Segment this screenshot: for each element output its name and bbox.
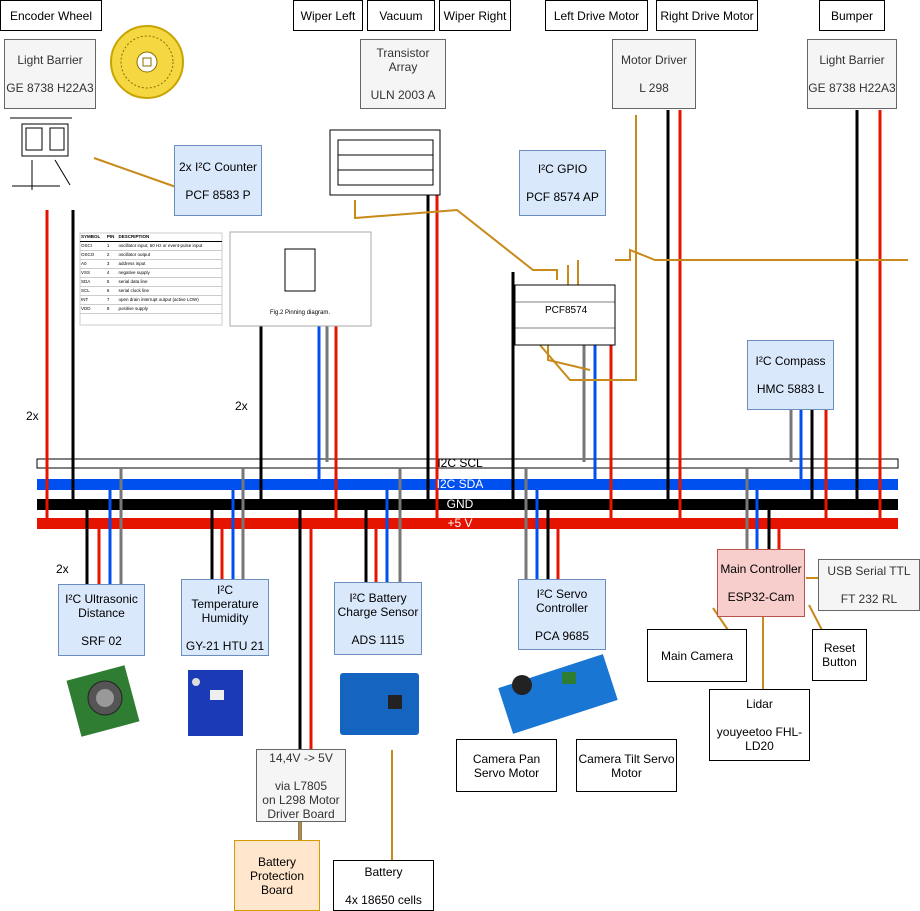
pin-table-cell: 4 — [105, 268, 118, 278]
pin-table-cell: VSS — [80, 268, 106, 278]
pcf8574-chip-label: PCF8574 — [545, 305, 588, 316]
pin-table-cell: address input — [117, 259, 222, 269]
pin-table-header: PIN — [105, 233, 118, 242]
pin-table-cell: negative supply — [117, 268, 222, 278]
pin-table-cell: 3 — [105, 259, 118, 269]
bus-rails — [36, 458, 899, 529]
pin-table-cell: 6 — [105, 286, 118, 296]
pcf8574-chip — [514, 284, 616, 346]
vcc-bus-label: +5 V — [447, 516, 473, 530]
multiplier-label-ultrasonic: 2x — [56, 562, 69, 576]
pin-table-cell: VDD — [80, 304, 106, 314]
encoder-wheel-icon — [110, 25, 184, 99]
sda-bus — [37, 479, 898, 490]
pin-table-cell: OSCO — [80, 250, 106, 260]
pin-table-cell: oscillator output — [117, 250, 222, 260]
transistor-array-icon — [329, 129, 441, 196]
light-barrier-schematic-icon — [10, 117, 72, 190]
pin-table-cell: 5 — [105, 277, 118, 287]
gnd-bus-label: GND — [446, 497, 474, 511]
vcc-bus — [37, 518, 898, 529]
battery-sensor-module-icon — [340, 673, 419, 735]
wiper-right-label: Wiper Right — [439, 0, 511, 31]
scl-bus-label: I2C SCL — [437, 456, 483, 470]
ultrasonic-module-icon — [66, 665, 140, 737]
temperature-module-icon — [188, 670, 243, 736]
pin-table-cell: serial data line — [117, 277, 222, 287]
wiper-left-label: Wiper Left — [293, 0, 363, 31]
pin-table-cell: oscillator input, 50 Hz or event-pulse i… — [117, 241, 222, 251]
right-drive-motor-label: Right Drive Motor — [656, 0, 758, 31]
pin-table-cell: INT — [80, 295, 106, 305]
encoder-wheel-label: Encoder Wheel — [0, 0, 102, 31]
multiplier-label-left: 2x — [26, 409, 39, 423]
pin-diagram-caption: Fig.2 Pinning diagram. — [270, 310, 331, 316]
pin-table-cell: 8 — [105, 304, 118, 314]
vacuum-label: Vacuum — [367, 0, 435, 31]
pin-table-cell: serial clock line — [117, 286, 222, 296]
sda-bus-label: I2C SDA — [436, 477, 484, 491]
pin-table-cell: positive supply — [117, 304, 222, 314]
pin-table-cell: SDA — [80, 277, 106, 287]
pin-table-cell: A0 — [80, 259, 106, 269]
pin-table-cell: OSCI — [80, 241, 106, 251]
wires — [45, 110, 908, 910]
pin-table-header: DESCRIPTION — [117, 233, 222, 242]
pin-table-cell: 7 — [105, 295, 118, 305]
bumper-label: Bumper — [819, 0, 885, 31]
servo-controller-board-icon — [498, 654, 618, 734]
left-drive-motor-label: Left Drive Motor — [545, 0, 648, 31]
multiplier-label-counter: 2x — [235, 399, 248, 413]
pin-table-cell: open drain interrupt output (active LOW) — [117, 295, 222, 305]
gnd-bus — [37, 499, 898, 510]
pin-table-cell: 1 — [105, 241, 118, 251]
pin-table-header: SYMBOL — [80, 233, 106, 242]
pin-table-cell: 2 — [105, 250, 118, 260]
pin-table-cell: SCL — [80, 286, 106, 296]
main-camera-block: Main Camera — [647, 629, 747, 682]
pin-diagram — [229, 231, 372, 327]
scl-bus — [36, 458, 899, 469]
